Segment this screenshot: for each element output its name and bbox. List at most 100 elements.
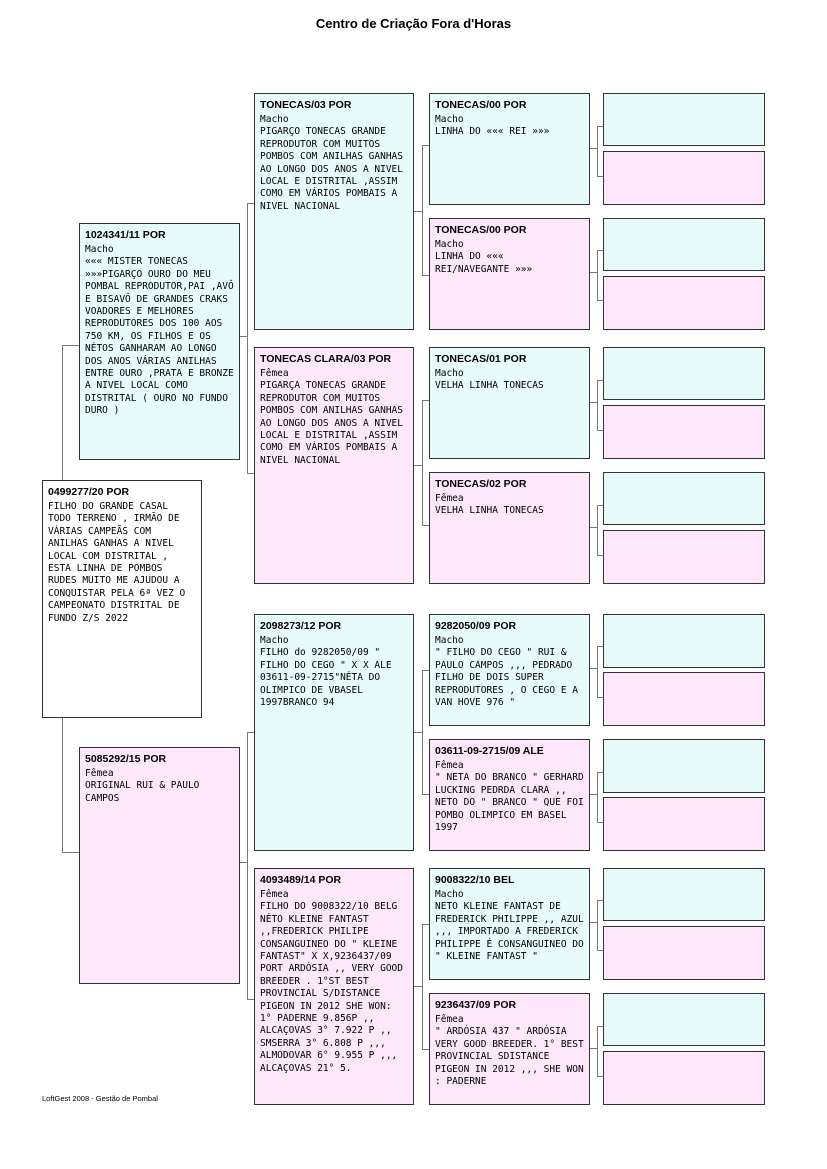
connector xyxy=(247,732,254,733)
connector xyxy=(62,718,63,852)
connector xyxy=(597,900,603,901)
empty-ancestor-card[interactable] xyxy=(603,614,765,668)
great-grandparent-card[interactable]: 03611-09-2715/09 ALE Fêmea " NETA DO BRA… xyxy=(429,739,590,851)
empty-ancestor-card[interactable] xyxy=(603,868,765,921)
pigeon-description: " FILHO DO CEGO " RUI & PAULO CAMPOS ,,,… xyxy=(435,647,584,709)
connector xyxy=(247,473,254,474)
great-grandparent-card[interactable]: 9282050/09 POR Macho " FILHO DO CEGO " R… xyxy=(429,614,590,726)
sex-label: Macho xyxy=(260,635,289,646)
connector xyxy=(590,148,597,149)
pigeon-description: LINHA DO ««« REI »»» xyxy=(435,126,550,138)
connector xyxy=(590,402,597,403)
empty-ancestor-card[interactable] xyxy=(603,93,765,146)
connector xyxy=(597,646,603,647)
connector xyxy=(597,505,598,555)
connector xyxy=(597,822,603,823)
sex-label: Macho xyxy=(260,114,289,125)
connector xyxy=(590,794,597,795)
empty-ancestor-card[interactable] xyxy=(603,672,765,726)
connector xyxy=(422,145,423,275)
pigeon-description: " NETA DO BRANCO " GERHARD LUCKING PEDRD… xyxy=(435,772,590,834)
pigeon-description: VELHA LINHA TONECAS xyxy=(435,505,544,517)
great-grandparent-card[interactable]: TONECAS/00 POR Macho LINHA DO ««« REI/NA… xyxy=(429,218,590,330)
pigeon-description: ORIGINAL RUI & PAULO CAMPOS xyxy=(85,780,206,804)
great-grandparent-card[interactable]: 9008322/10 BEL Macho NETO KLEINE FANTAST… xyxy=(429,868,590,980)
pigeon-description: PIGARÇO TONECAS GRANDE REPRODUTOR COM MU… xyxy=(260,126,409,212)
empty-ancestor-card[interactable] xyxy=(603,276,765,330)
connector xyxy=(414,986,422,987)
ring-number: 03611-09-2715/09 ALE xyxy=(435,745,544,757)
connector xyxy=(597,772,598,822)
connector xyxy=(597,380,603,381)
connector xyxy=(597,505,603,506)
pigeon-description: PIGARÇA TONECAS GRANDE REPRODUTOR COM MU… xyxy=(260,380,409,466)
sex-label: Macho xyxy=(85,244,114,255)
grandsire-maternal-card[interactable]: 2098273/12 POR Macho FILHO do 9282050/09… xyxy=(254,614,414,851)
connector xyxy=(62,345,63,480)
sex-label: Macho xyxy=(435,114,464,125)
footer-credit: LoftGest 2008 - Gestão de Pombal xyxy=(42,1094,158,1103)
sire-card[interactable]: 1024341/11 POR Macho ««« MISTER TONECAS … xyxy=(79,223,240,460)
empty-ancestor-card[interactable] xyxy=(603,1051,765,1105)
pigeon-description: FILHO DO GRANDE CASAL TODO TERRENO , IRM… xyxy=(48,501,192,624)
sex-label: Fêmea xyxy=(435,493,464,504)
granddam-paternal-card[interactable]: TONECAS CLARA/03 POR Fêmea PIGARÇA TONEC… xyxy=(254,347,414,584)
pigeon-description: FILHO do 9282050/09 " FILHO DO CEGO " X … xyxy=(260,647,398,709)
ring-number: 9282050/09 POR xyxy=(435,620,517,632)
granddam-maternal-card[interactable]: 4093489/14 POR Fêmea FILHO DO 9008322/10… xyxy=(254,868,414,1105)
ring-number: 9008322/10 BEL xyxy=(435,874,515,886)
ring-number: 5085292/15 POR xyxy=(85,753,167,765)
subject-card[interactable]: 0499277/20 POR FILHO DO GRANDE CASAL TOD… xyxy=(42,480,202,718)
sex-label: Fêmea xyxy=(435,1014,464,1025)
grandsire-paternal-card[interactable]: TONECAS/03 POR Macho PIGARÇO TONECAS GRA… xyxy=(254,93,414,330)
connector xyxy=(422,400,423,525)
sex-label: Fêmea xyxy=(435,760,464,771)
connector xyxy=(597,126,603,127)
great-grandparent-card[interactable]: TONECAS/01 POR Macho VELHA LINHA TONECAS xyxy=(429,347,590,459)
connector xyxy=(422,400,429,401)
dam-card[interactable]: 5085292/15 POR Fêmea ORIGINAL RUI & PAUL… xyxy=(79,747,240,984)
connector xyxy=(247,732,248,999)
empty-ancestor-card[interactable] xyxy=(603,347,765,400)
connector xyxy=(597,300,603,301)
great-grandparent-card[interactable]: TONECAS/02 POR Fêmea VELHA LINHA TONECAS xyxy=(429,472,590,584)
connector xyxy=(597,1076,603,1077)
empty-ancestor-card[interactable] xyxy=(603,739,765,793)
ring-number: TONECAS/00 POR xyxy=(435,224,527,236)
sex-label: Macho xyxy=(435,889,464,900)
ring-number: TONECAS CLARA/03 POR xyxy=(260,353,392,365)
connector xyxy=(422,924,429,925)
great-grandparent-card[interactable]: TONECAS/00 POR Macho LINHA DO ««« REI »»… xyxy=(429,93,590,205)
pigeon-description: ««« MISTER TONECAS »»»PIGARÇO OURO DO ME… xyxy=(85,256,240,417)
connector xyxy=(590,668,597,669)
empty-ancestor-card[interactable] xyxy=(603,405,765,459)
connector xyxy=(62,345,79,346)
ring-number: 2098273/12 POR xyxy=(260,620,342,632)
empty-ancestor-card[interactable] xyxy=(603,218,765,271)
empty-ancestor-card[interactable] xyxy=(603,993,765,1046)
connector xyxy=(422,670,429,671)
connector xyxy=(422,525,429,526)
great-grandparent-card[interactable]: 9236437/09 POR Fêmea " ARDÓSIA 437 " ARD… xyxy=(429,993,590,1105)
connector xyxy=(590,922,597,923)
sex-label: Macho xyxy=(435,239,464,250)
ring-number: 0499277/20 POR xyxy=(48,486,130,498)
ring-number: TONECAS/00 POR xyxy=(435,99,527,111)
empty-ancestor-card[interactable] xyxy=(603,530,765,584)
connector xyxy=(597,250,598,300)
connector xyxy=(597,555,603,556)
connector xyxy=(422,145,429,146)
connector xyxy=(597,1026,603,1027)
ring-number: TONECAS/03 POR xyxy=(260,99,352,111)
connector xyxy=(422,670,423,794)
empty-ancestor-card[interactable] xyxy=(603,472,765,525)
connector xyxy=(422,924,423,1049)
connector xyxy=(590,1048,597,1049)
empty-ancestor-card[interactable] xyxy=(603,151,765,205)
sex-label: Fêmea xyxy=(85,768,114,779)
empty-ancestor-card[interactable] xyxy=(603,797,765,851)
connector xyxy=(597,126,598,176)
connector xyxy=(414,465,422,466)
empty-ancestor-card[interactable] xyxy=(603,926,765,980)
connector xyxy=(597,1026,598,1076)
